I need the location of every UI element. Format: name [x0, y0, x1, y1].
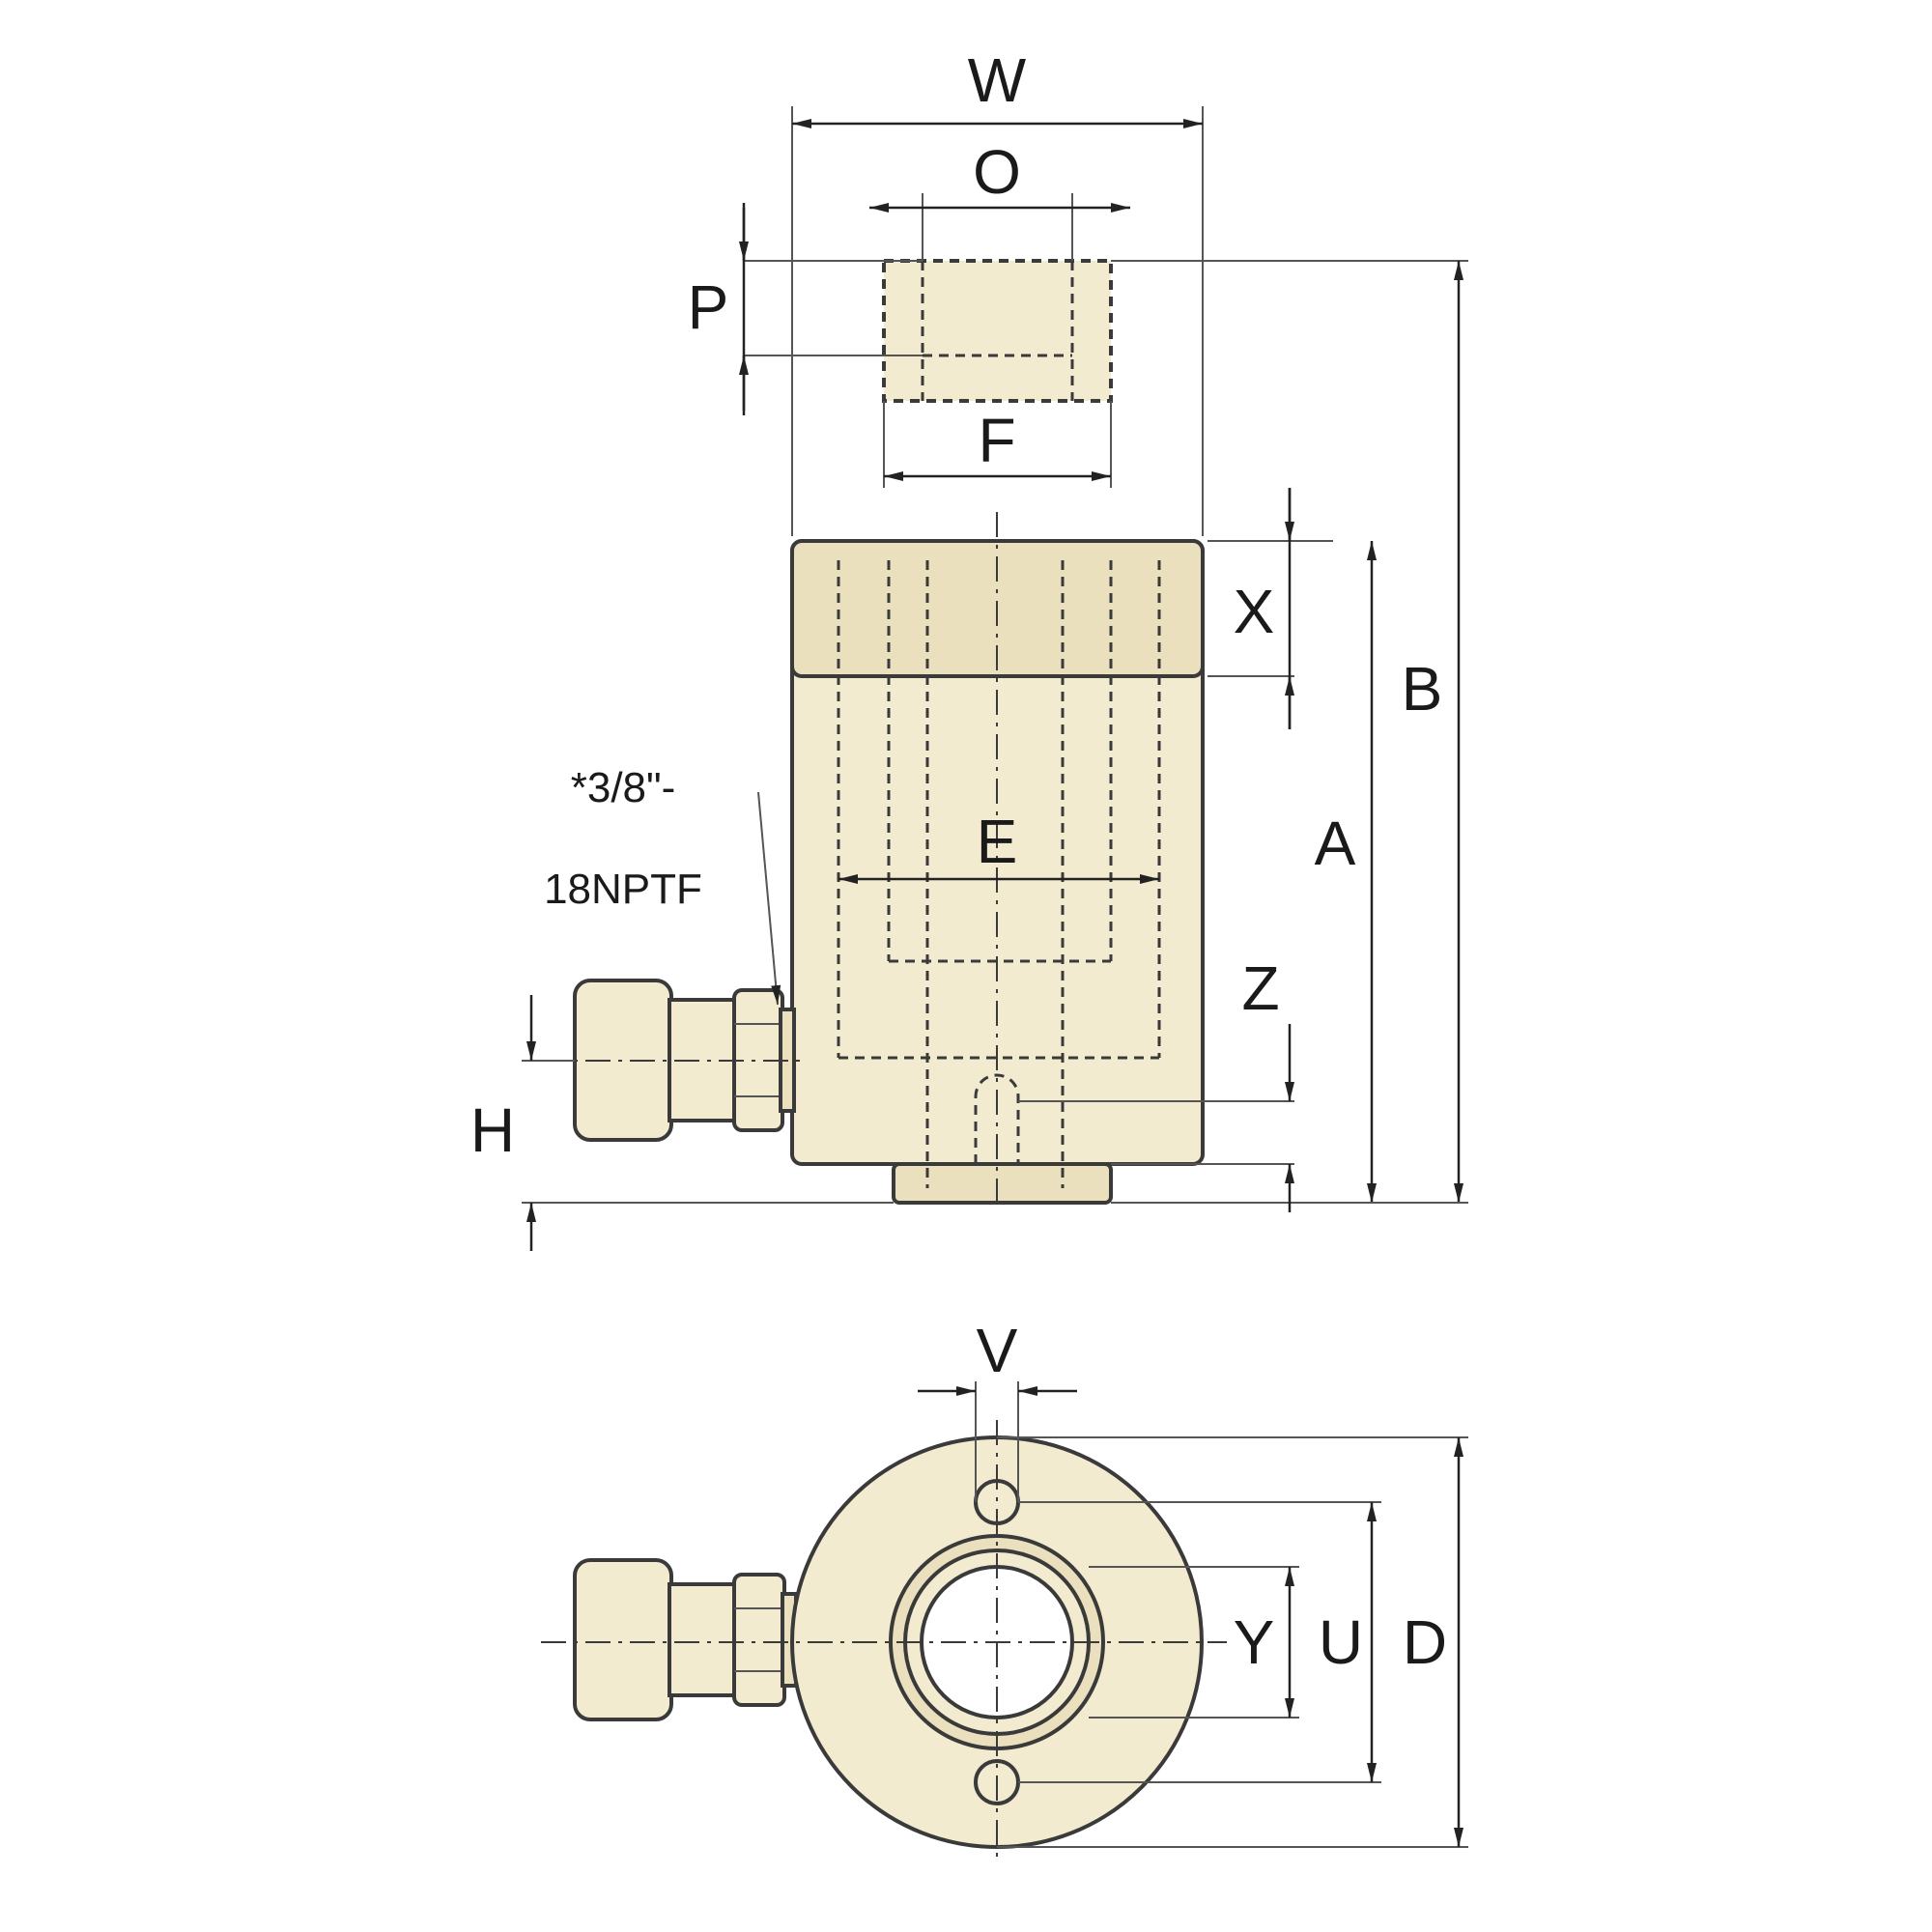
label-B: B [1402, 654, 1443, 724]
dim-A [1111, 541, 1391, 1204]
dim-D [997, 1436, 1468, 1848]
port-spec-line1: *3/8"- [571, 764, 676, 811]
label-O: O [973, 137, 1021, 207]
dim-P [739, 203, 923, 415]
label-A: A [1315, 809, 1356, 878]
label-D: D [1403, 1607, 1447, 1677]
top-view-coupler [573, 1558, 798, 1721]
label-W: W [968, 45, 1027, 115]
dim-Z [1018, 1024, 1294, 1212]
dim-U [1018, 1501, 1381, 1783]
dim-O [869, 193, 1130, 261]
label-P: P [688, 272, 729, 342]
label-Z: Z [1241, 953, 1279, 1023]
label-Y: Y [1234, 1607, 1275, 1677]
label-F: F [978, 406, 1015, 475]
dim-V [918, 1381, 1077, 1502]
dim-Y [1089, 1566, 1299, 1719]
label-H: H [470, 1095, 515, 1165]
port-coupler [541, 979, 802, 1142]
saddle [882, 259, 1113, 403]
dim-W [791, 106, 1204, 536]
port-spec-line2: 18NPTF [544, 866, 702, 913]
dim-X [1208, 488, 1333, 729]
label-E: E [977, 807, 1018, 876]
dim-H [522, 995, 894, 1251]
port-leader [757, 791, 781, 1006]
cylinder-body [790, 512, 1205, 1208]
label-U: U [1319, 1607, 1363, 1677]
top-view [541, 1381, 1468, 1864]
side-view [522, 106, 1468, 1251]
label-X: X [1234, 577, 1275, 646]
dim-B [1111, 260, 1468, 1204]
label-V: V [977, 1316, 1018, 1385]
dim-F [883, 401, 1112, 488]
